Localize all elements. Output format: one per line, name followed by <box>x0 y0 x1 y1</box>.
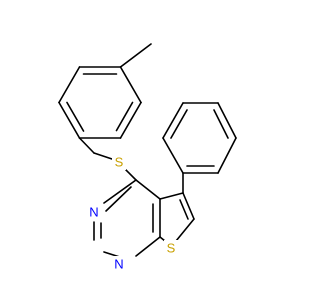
pyrimidine-ring <box>93 179 161 260</box>
ch2-bond <box>78 137 95 154</box>
phenyl-ring <box>162 102 237 174</box>
nitrogen-upper-label: N <box>89 205 98 220</box>
atom-label-n-upper: N <box>86 204 102 220</box>
sulfur-linker-label: S <box>115 155 124 170</box>
ch2-s-bond <box>93 152 113 160</box>
methyl-bond <box>119 43 152 68</box>
atom-label-s-ring: S <box>164 240 178 256</box>
thiophene-ring <box>159 192 195 242</box>
atom-label-n-lower: N <box>111 256 127 272</box>
atom-label-s-linker: S <box>112 154 126 170</box>
nitrogen-lower-label: N <box>114 257 123 272</box>
tolyl-ring <box>58 66 142 139</box>
molecule-structure: S N N S <box>58 43 237 272</box>
sulfur-ring-label: S <box>167 241 176 256</box>
s-c4-bond <box>125 169 137 181</box>
